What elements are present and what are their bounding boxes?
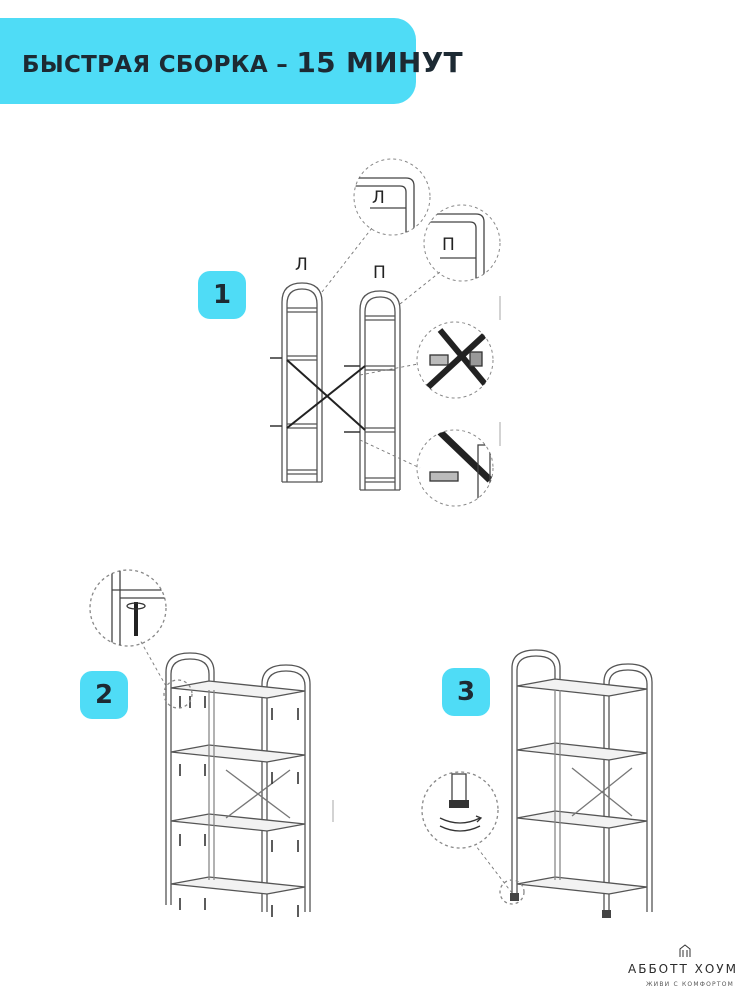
detail-circle-right bbox=[423, 204, 501, 282]
step-2-illustration bbox=[89, 569, 334, 917]
left-side-frame bbox=[281, 282, 323, 483]
frame-label-left: Л bbox=[295, 255, 308, 275]
screw-icons bbox=[270, 357, 360, 433]
step-3-badge: 3 bbox=[442, 668, 490, 716]
detail-label-right: П bbox=[442, 235, 455, 255]
step-3-illustration bbox=[421, 649, 653, 918]
right-side-frame bbox=[359, 290, 401, 491]
step-1-illustration bbox=[270, 158, 501, 507]
title-prefix: БЫСТРАЯ СБОРКА – bbox=[22, 52, 297, 78]
brand-logo-icon bbox=[679, 944, 691, 957]
detail-circle-left bbox=[353, 158, 431, 236]
step-2-badge: 2 bbox=[80, 671, 128, 719]
page-title: БЫСТРАЯ СБОРКА – 15 МИНУТ bbox=[22, 46, 463, 79]
frame-label-right: П bbox=[373, 263, 386, 283]
detail-circle-correct bbox=[416, 429, 494, 507]
brand-name: АББОТТ ХОУМ bbox=[628, 962, 738, 976]
detail-label-left: Л bbox=[372, 188, 385, 208]
title-banner: БЫСТРАЯ СБОРКА – 15 МИНУТ bbox=[0, 18, 463, 104]
cross-brace-b bbox=[286, 365, 366, 429]
title-emphasis: 15 МИНУТ bbox=[296, 46, 463, 79]
cross-brace-a bbox=[286, 359, 366, 431]
step-1-badge: 1 bbox=[198, 271, 246, 319]
detail-circle-wrong bbox=[416, 321, 494, 399]
brand-tagline: ЖИВИ С КОМФОРТОМ bbox=[646, 981, 734, 988]
